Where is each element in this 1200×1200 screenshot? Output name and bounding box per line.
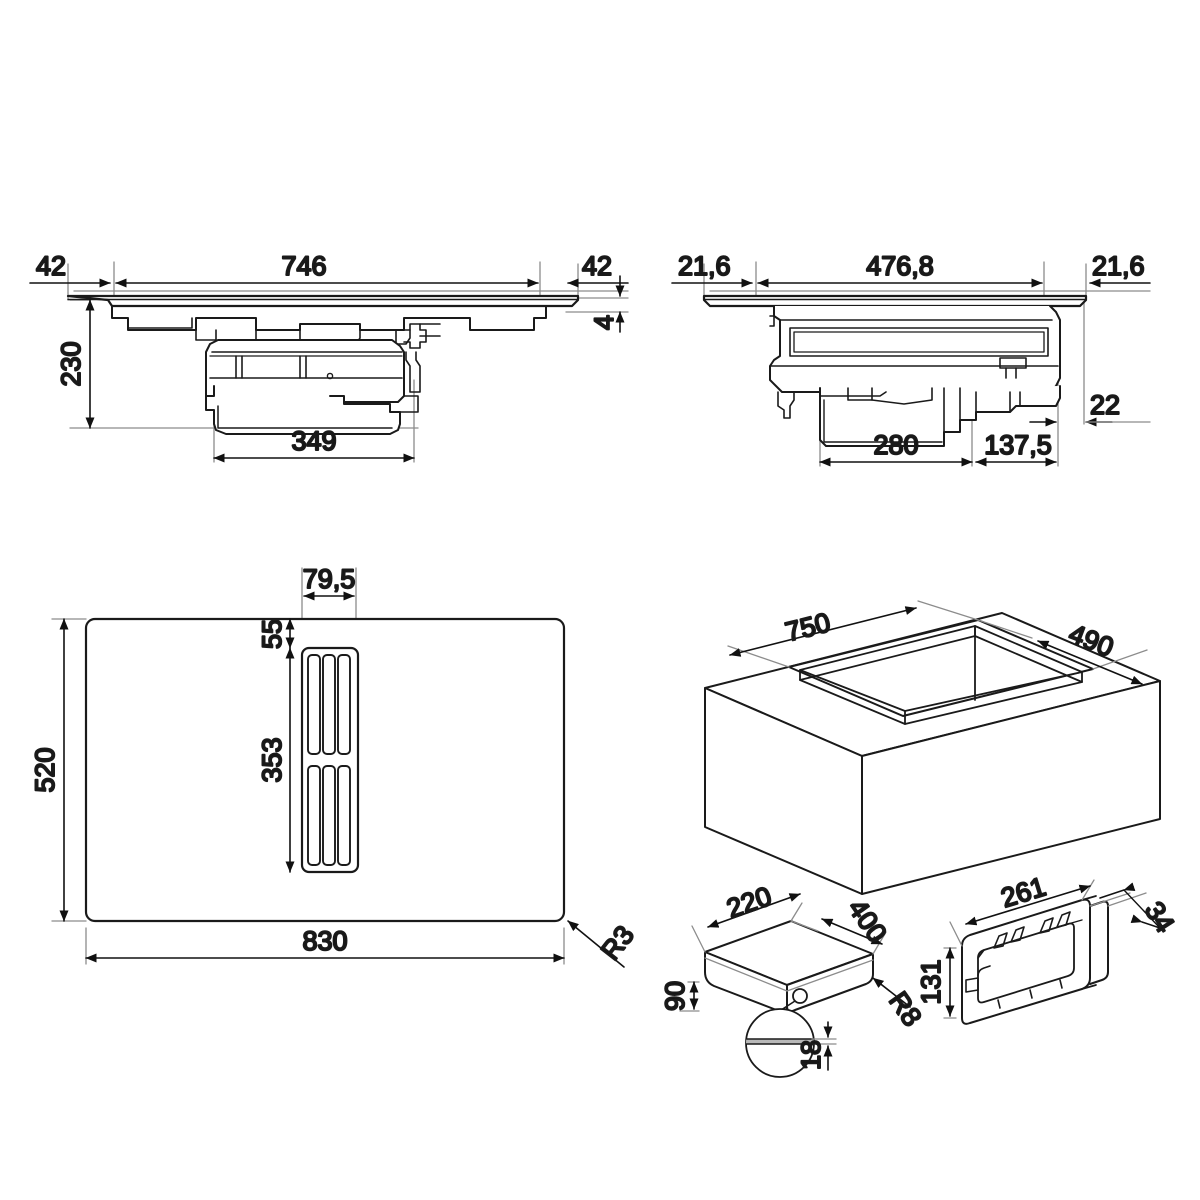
dim-duct-length: 220 [707, 880, 801, 928]
detail-origin-circle [792, 988, 808, 1004]
dim-flange-height: 131 [915, 947, 955, 1017]
dim-front-glass-thickness: 4 [588, 275, 625, 333]
view-front-section: 42 746 42 4 230 349 [29, 250, 629, 463]
detail-slab [746, 1038, 814, 1045]
dim-front-overhang-left: 42 [29, 250, 111, 288]
view-plan: 79,5 55 353 520 830 R3 [29, 563, 641, 968]
plan-grille-slots-upper [307, 654, 351, 755]
dim-side-motor-depth: 280 [819, 429, 973, 467]
dim-label: 353 [257, 737, 287, 782]
duct-detail-callout: 18 [745, 988, 837, 1078]
dim-label: 131 [916, 959, 946, 1004]
dim-duct-height: 90 [659, 980, 699, 1012]
dim-plan-height: 520 [29, 618, 69, 922]
dim-flange-thickness: 34 [1099, 882, 1181, 939]
dim-side-overhang-right: 21,6 [1089, 250, 1151, 288]
front-hob-frame [111, 305, 547, 331]
dim-label: 4 [589, 315, 619, 330]
cutout-right-face [861, 680, 1161, 895]
dim-label: 746 [281, 251, 326, 281]
flange-depth-edge [1089, 900, 1109, 985]
dim-label: 349 [291, 426, 336, 456]
view-duct-box-3d: 220 400 90 R8 [659, 880, 928, 1078]
dim-label: 90 [660, 981, 690, 1011]
dim-label: 79,5 [303, 564, 356, 594]
dim-label: 220 [723, 881, 775, 924]
view-flange-3d: 261 131 34 [915, 870, 1181, 1025]
dim-side-rear-offset: 137,5 [975, 429, 1057, 467]
dim-front-total-height: 230 [55, 299, 95, 429]
view-cutout-3d: 750 490 [704, 600, 1161, 895]
dim-label: 42 [582, 251, 612, 281]
dim-label: 230 [56, 341, 86, 386]
side-hob-frame [769, 305, 1061, 393]
dim-label: R3 [595, 920, 640, 966]
dim-label: 476,8 [866, 251, 934, 281]
dim-label: 830 [302, 926, 347, 956]
dim-side-overhang-left: 21,6 [671, 250, 753, 288]
dim-label: 750 [782, 607, 833, 647]
side-glass-plate [702, 294, 1088, 308]
dim-label: 42 [36, 251, 66, 281]
dim-plan-grille-offset: 55 [256, 618, 295, 650]
front-fan-box [205, 385, 401, 435]
dim-label: 22 [1090, 390, 1120, 420]
dim-plan-grille-length: 353 [256, 647, 295, 873]
view-side-section: 21,6 476,8 21,6 22 280 137,5 [671, 250, 1151, 467]
front-glass-plate [66, 294, 580, 308]
flange-inner-opening [977, 922, 1075, 1004]
plan-grille-slots-lower [307, 765, 351, 866]
dim-label: 261 [997, 871, 1049, 913]
dim-plan-width: 830 [85, 925, 565, 963]
dim-label: 55 [257, 619, 287, 649]
dim-label: 400 [842, 894, 892, 948]
dim-label: 34 [1139, 896, 1181, 938]
dim-front-overhang-right: 42 [567, 250, 629, 288]
dim-plan-corner-radius: R3 [567, 919, 641, 968]
dim-front-motor-width: 349 [213, 425, 415, 463]
dim-front-width: 746 [115, 250, 539, 288]
dim-label: 18 [796, 1040, 826, 1070]
dim-label: 280 [873, 430, 918, 460]
plan-grille-frame [300, 646, 360, 874]
dim-side-depth: 476,8 [757, 250, 1043, 288]
dim-side-rear-gap: 22 [1029, 389, 1151, 427]
dim-plan-grille-width: 79,5 [302, 563, 356, 601]
dim-label: 21,6 [678, 251, 731, 281]
dim-label: 520 [30, 747, 60, 792]
dim-label: 137,5 [984, 430, 1052, 460]
dim-label: 21,6 [1092, 251, 1145, 281]
